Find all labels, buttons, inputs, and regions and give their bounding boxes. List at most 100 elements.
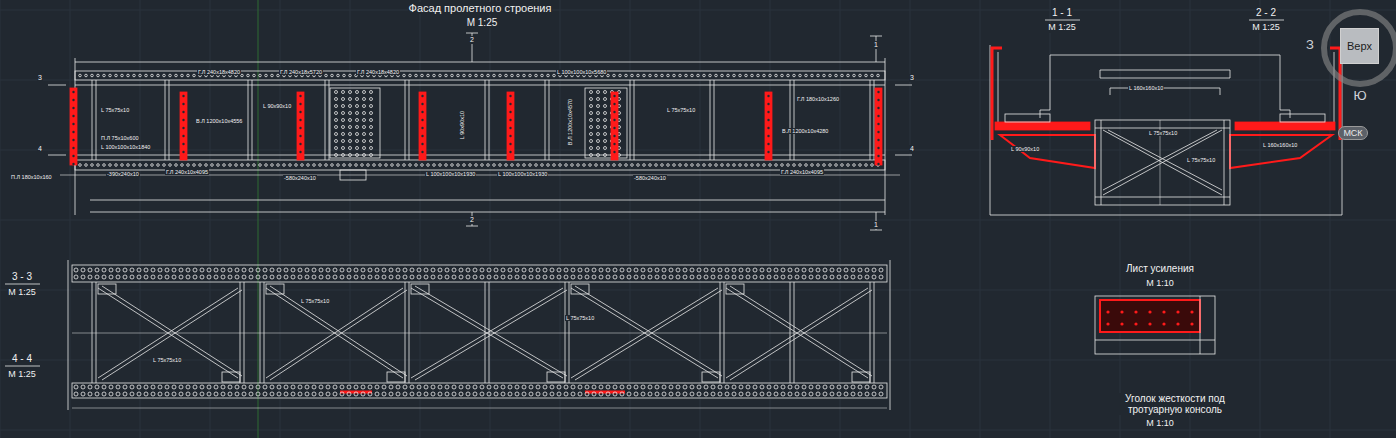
bolt [145, 164, 148, 167]
view-heading: М 1:25 [1047, 23, 1077, 33]
bolt [333, 275, 337, 279]
bolt [431, 275, 435, 279]
bolt [837, 275, 841, 279]
bolt [830, 385, 834, 389]
bolt [74, 385, 78, 389]
bolt [732, 275, 736, 279]
bolt [662, 392, 666, 396]
part-label: L 75х75х10 [1148, 130, 1178, 136]
bolt [872, 268, 876, 272]
bolt [370, 105, 373, 108]
bolt [347, 275, 351, 279]
bolt [193, 275, 197, 279]
bolt [515, 385, 519, 389]
bolt [182, 95, 184, 97]
bolt [795, 275, 799, 279]
bolt [368, 392, 372, 396]
bolt [410, 392, 414, 396]
view-heading: 3 - 3 [11, 271, 33, 282]
bolt [127, 74, 130, 77]
bolt [182, 143, 184, 145]
cross-beam [260, 282, 261, 383]
bolt [676, 385, 680, 389]
bolt [662, 268, 666, 272]
section-mark: 4 [909, 145, 915, 153]
bolt [340, 385, 344, 389]
bolt [877, 139, 879, 141]
bolt [305, 392, 309, 396]
bolt [697, 392, 701, 396]
bolt [767, 111, 769, 113]
bolt [95, 392, 99, 396]
bolt [335, 147, 338, 150]
panel-post [248, 80, 249, 160]
bolt [859, 74, 862, 77]
bolt [115, 164, 118, 167]
bolt [721, 74, 724, 77]
bolt [578, 392, 582, 396]
bolt [375, 392, 379, 396]
bolt [753, 385, 757, 389]
bolt [799, 164, 802, 167]
grid-line [0, 430, 1396, 431]
bolt [88, 392, 92, 396]
bolt [270, 268, 274, 272]
bolt [277, 164, 280, 167]
bolt [163, 164, 166, 167]
bolt [473, 268, 477, 272]
part-label: Г.Л 240х10х4095 [165, 169, 209, 175]
bolt [763, 164, 766, 167]
bolt [200, 268, 204, 272]
bolt [543, 268, 547, 272]
bolt [709, 164, 712, 167]
bolt [634, 385, 638, 389]
bolt [733, 74, 736, 77]
gusset [411, 284, 429, 294]
bolt [421, 135, 423, 137]
bolt [438, 275, 442, 279]
bolt [363, 140, 366, 143]
bolt [583, 164, 586, 167]
bolt [335, 133, 338, 136]
bolt [1190, 310, 1193, 313]
bolt [457, 74, 460, 77]
part-label: L 75х75х10 [300, 298, 330, 304]
bolt [494, 392, 498, 396]
bolt [669, 392, 673, 396]
bolt [847, 164, 850, 167]
bolt [823, 385, 827, 389]
bolt [851, 275, 855, 279]
brace [102, 290, 242, 380]
bolt [235, 392, 239, 396]
bolt [221, 268, 225, 272]
bolt [228, 268, 232, 272]
bolt [354, 385, 358, 389]
bolt [217, 164, 220, 167]
bolt [809, 268, 813, 272]
bolt [421, 143, 423, 145]
bolt [431, 268, 435, 272]
bolt [265, 74, 268, 77]
bolt [553, 164, 556, 167]
panel-post [96, 80, 97, 160]
bolt [137, 268, 141, 272]
bolt [223, 164, 226, 167]
bolt [457, 164, 460, 167]
bolt [480, 392, 484, 396]
bolt [751, 164, 754, 167]
bolt [459, 385, 463, 389]
bolt [299, 95, 301, 97]
bolt [1134, 310, 1137, 313]
bolt [158, 268, 162, 272]
bolt [421, 74, 424, 77]
part-label: L 75х75х10 [152, 357, 182, 363]
bolt [312, 392, 316, 396]
bolt [604, 91, 607, 94]
bolt [509, 119, 511, 121]
bolt [571, 164, 574, 167]
bolt [312, 385, 316, 389]
bolt [509, 103, 511, 105]
bolt [459, 275, 463, 279]
bolt [342, 133, 345, 136]
bolt [284, 268, 288, 272]
